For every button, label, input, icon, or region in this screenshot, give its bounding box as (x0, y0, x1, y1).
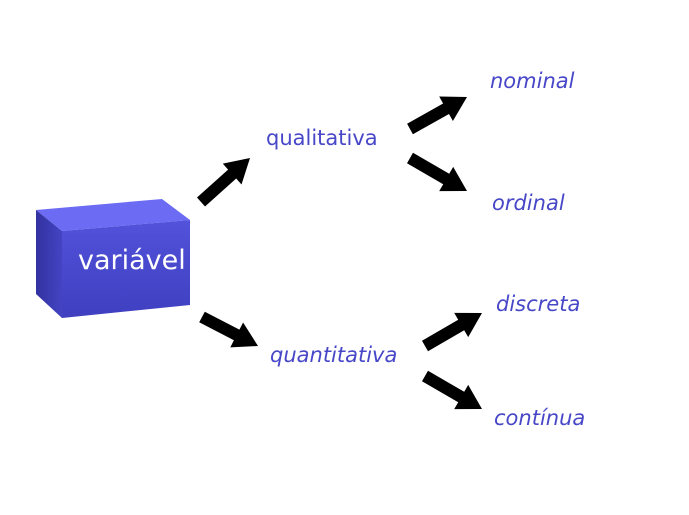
arrow-to-ordinal (407, 152, 467, 192)
node-discreta: discreta (496, 292, 581, 316)
box-top-face (36, 199, 190, 231)
node-quantitativa: quantitativa (270, 343, 398, 367)
box-left-face (36, 210, 62, 318)
variavel-box (36, 199, 190, 318)
arrow-to-quantitativa (199, 311, 258, 348)
arrow-to-discreta (422, 312, 482, 352)
arrow-to-continua (422, 370, 482, 410)
node-qualitativa: qualitativa (266, 126, 378, 150)
arrow-to-qualitativa (197, 158, 250, 207)
arrows-group (197, 96, 482, 410)
root-label: variável (78, 245, 186, 276)
arrow-to-nominal (407, 96, 467, 135)
box-front-face (62, 220, 190, 318)
node-ordinal: ordinal (492, 191, 565, 215)
node-nominal: nominal (490, 69, 575, 93)
node-continua: contínua (494, 406, 586, 430)
